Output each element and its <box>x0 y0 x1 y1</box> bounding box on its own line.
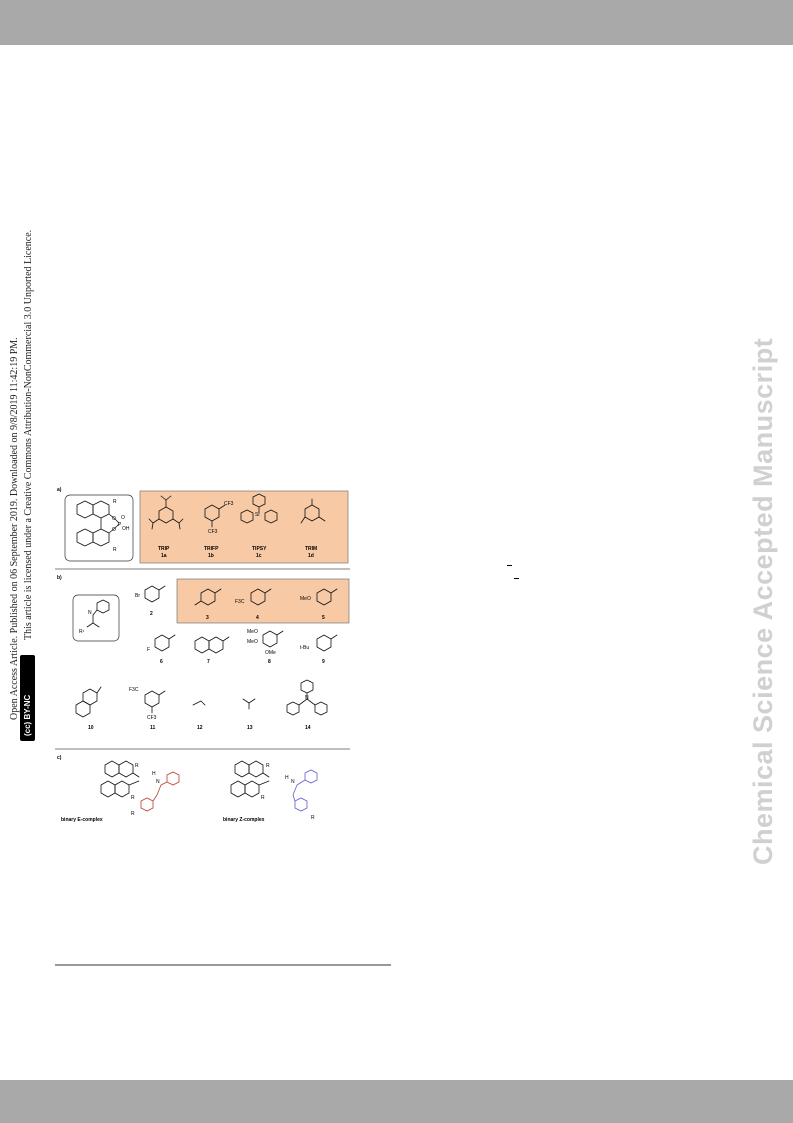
catalyst-name-tipsy: TIPSY <box>252 546 267 552</box>
substrate-number-10: 10 <box>88 725 94 731</box>
substrate-number-4: 4 <box>256 615 259 621</box>
substrate-number-2: 2 <box>150 611 153 617</box>
substrate-number-12: 12 <box>197 725 203 731</box>
z-complex-r-aryl: R <box>311 815 315 821</box>
z-complex-r-top: R <box>266 763 270 769</box>
catalyst-name-trifp: TRIFP <box>204 546 219 552</box>
substrate-number-13: 13 <box>247 725 253 731</box>
substrate-4-f3c: F3C <box>235 599 245 605</box>
substrate-7-structure <box>194 636 230 654</box>
trifp-cf3-bottom: CF3 <box>208 529 218 535</box>
top-header-bar <box>0 0 793 45</box>
accepted-manuscript-watermark: Chemical Science Accepted Manuscript <box>748 337 778 865</box>
panel-b-label: b) <box>57 575 62 581</box>
substrate-9-tbu: t-Bu <box>300 645 309 651</box>
substrate-number-6: 6 <box>160 659 163 665</box>
substrate-2-structure <box>144 585 166 603</box>
z-complex-imine <box>292 769 318 812</box>
substrate-5-meo: MeO <box>300 596 311 602</box>
substrate-11-cf3: CF3 <box>147 715 157 721</box>
trim-structure <box>300 498 326 524</box>
imine-general-box <box>72 594 120 642</box>
binol-r-bottom: R <box>113 547 117 553</box>
catalyst-code-1d: 1d <box>308 553 314 559</box>
substrate-8-structure <box>262 630 284 648</box>
panel-c-label: c) <box>57 755 62 761</box>
binol-p-atom: P <box>118 522 122 528</box>
trifp-cf3-top: CF3 <box>224 501 234 507</box>
substrate-number-11: 11 <box>150 725 156 731</box>
substrate-10-structure <box>75 686 102 718</box>
panel-a-label: a) <box>57 487 62 493</box>
figure-catalysts-substrates: a) R R O O P O OH TRIP 1a <box>55 483 350 843</box>
substrate-3-structure <box>194 588 222 606</box>
substrate-8-meo-mid: MeO <box>247 639 258 645</box>
cc-license-badge[interactable]: (cc) BY-NC <box>20 655 35 741</box>
footnote-separator <box>55 964 391 966</box>
e-complex-h-atom: H <box>152 771 156 777</box>
substrate-9-structure <box>316 634 338 652</box>
substrate-number-5: 5 <box>322 615 325 621</box>
e-complex-binol <box>100 760 140 798</box>
catalyst-code-1b: 1b <box>208 553 214 559</box>
notice-line-licence[interactable]: This article is licensed under a Creativ… <box>23 229 34 640</box>
substrate-14-n: N <box>305 695 309 701</box>
z-complex-binol <box>230 760 270 798</box>
text-dash-1 <box>507 565 512 566</box>
substrate-5-structure <box>316 588 338 606</box>
substrate-6-f: F <box>147 647 150 653</box>
substrate-6-structure <box>154 634 176 652</box>
z-complex-h-atom: H <box>285 775 289 781</box>
catalyst-name-trim: TRIM <box>305 546 317 552</box>
z-complex-r-bottom: R <box>261 795 265 801</box>
substrate-number-8: 8 <box>268 659 271 665</box>
trifp-structure <box>204 504 226 528</box>
catalyst-name-trip: TRIP <box>158 546 170 552</box>
binol-o-top: O <box>112 516 116 522</box>
z-complex-label: binary Z-complex <box>223 817 265 823</box>
binol-phosphoric-acid-box <box>64 494 134 562</box>
binol-oh-group: OH <box>122 526 130 532</box>
substrate-11-structure <box>144 690 166 714</box>
e-complex-n-atom: N <box>156 779 160 785</box>
substrate-4-structure <box>250 588 272 606</box>
substrate-number-7: 7 <box>207 659 210 665</box>
e-complex-label: binary E-complex <box>61 817 103 823</box>
substrate-14-structure <box>286 679 328 716</box>
tipsy-si-atom: Si <box>255 512 259 518</box>
text-dash-2 <box>514 578 519 579</box>
catalyst-residues-box <box>139 490 349 564</box>
binol-structure <box>76 500 120 547</box>
substrate-number-14: 14 <box>305 725 311 731</box>
highlighted-substrates-box <box>176 578 350 624</box>
substrate-number-9: 9 <box>322 659 325 665</box>
substrate-11-f3c: F3C <box>129 687 139 693</box>
notice-line-published[interactable]: Open Access Article. Published on 06 Sep… <box>9 337 20 720</box>
e-complex-imine <box>140 771 180 812</box>
substrate-8-ome: OMe <box>265 650 276 656</box>
imine-general-structure <box>86 599 110 628</box>
trip-structure <box>148 495 184 530</box>
binol-o-bottom: O <box>112 527 116 533</box>
imine-r1-group: R¹ <box>79 629 85 635</box>
catalyst-code-1c: 1c <box>256 553 262 559</box>
substrate-8-meo-top: MeO <box>247 629 258 635</box>
e-complex-r-top: R <box>135 763 139 769</box>
binol-po-oxygen: O <box>121 515 125 521</box>
substrate-2-br: Br <box>135 593 140 599</box>
binol-r-top: R <box>113 499 117 505</box>
substrate-number-3: 3 <box>206 615 209 621</box>
substrate-12-structure <box>192 700 206 706</box>
tipsy-structure <box>240 493 278 524</box>
cc-badge-text: (cc) BY-NC <box>23 694 32 736</box>
z-complex-n-atom: N <box>291 779 295 785</box>
e-complex-r-aryl: R <box>131 811 135 817</box>
substrate-13-structure <box>242 698 256 710</box>
imine-n-atom: N <box>88 610 92 616</box>
catalyst-code-1a: 1a <box>161 553 167 559</box>
figure-svg: a) R R O O P O OH TRIP 1a <box>55 487 350 823</box>
bottom-footer-bar <box>0 1080 793 1123</box>
e-complex-r-bottom: R <box>131 795 135 801</box>
